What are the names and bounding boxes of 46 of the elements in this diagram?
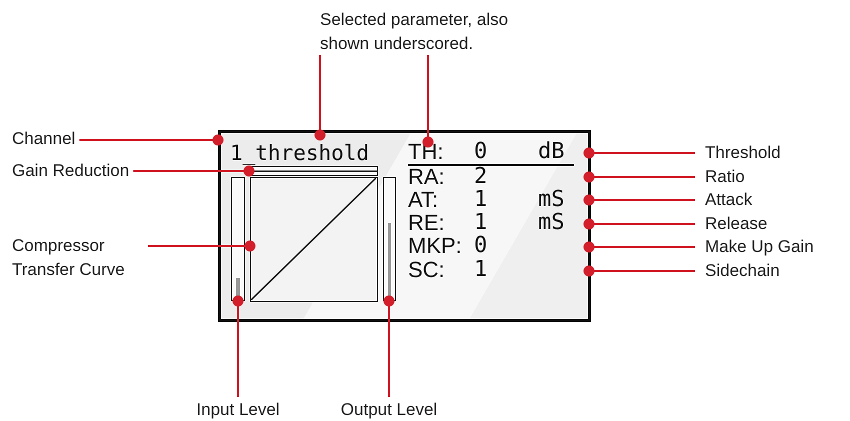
callout-text: Ratio xyxy=(705,165,845,189)
output-level-meter xyxy=(383,177,396,301)
parameter-name: RE: xyxy=(408,212,445,234)
channel-parameter-text: 1_threshold xyxy=(230,134,382,166)
parameter-value: 1 xyxy=(474,212,488,234)
parameter-name: RA: xyxy=(408,166,445,188)
parameter-value: 1 xyxy=(474,259,488,281)
parameter-unit: mS xyxy=(538,189,564,211)
leader-line xyxy=(314,55,326,140)
leader-line xyxy=(422,55,434,148)
parameter-value: 2 xyxy=(474,166,488,188)
callout-text: Make Up Gain xyxy=(705,235,845,259)
callout-text: Compressor Transfer Curve xyxy=(12,234,162,282)
leader-line xyxy=(584,172,695,182)
leader-line xyxy=(232,296,244,397)
parameter-value: 0 xyxy=(474,235,488,257)
parameter-unit: mS xyxy=(538,212,564,234)
leader-line xyxy=(584,266,695,276)
leader-line xyxy=(79,134,224,146)
input-level-meter xyxy=(231,177,245,301)
transfer-curve-graph xyxy=(250,177,378,302)
leader-line xyxy=(584,148,695,158)
leader-line xyxy=(584,194,695,206)
callout-text: Channel xyxy=(12,127,102,151)
parameter-name: SC: xyxy=(408,259,445,281)
leader-line xyxy=(384,296,394,397)
leader-line xyxy=(148,240,256,252)
callout-text: Release xyxy=(705,212,845,236)
parameter-unit: dB xyxy=(538,141,564,163)
callout-text: Gain Reduction xyxy=(12,159,162,183)
callout-text: Attack xyxy=(705,188,845,212)
callout-text: Selected parameter, also shown underscored. xyxy=(320,8,530,56)
callout-text: Input Level xyxy=(178,398,298,421)
leader-line xyxy=(584,242,695,252)
lcd-display xyxy=(218,130,591,322)
parameter-name: AT: xyxy=(408,189,438,211)
parameter-name: MKP: xyxy=(408,235,462,257)
leader-line xyxy=(133,166,254,176)
callout-text: Output Level xyxy=(326,398,452,421)
leader-line xyxy=(584,218,695,230)
callout-text: Threshold xyxy=(705,141,845,165)
parameter-value: 1 xyxy=(474,189,488,211)
parameter-name: TH: xyxy=(408,141,444,163)
gain-reduction-meter xyxy=(249,166,378,176)
callout-text: Sidechain xyxy=(705,259,845,283)
parameter-value: 0 xyxy=(474,141,488,163)
